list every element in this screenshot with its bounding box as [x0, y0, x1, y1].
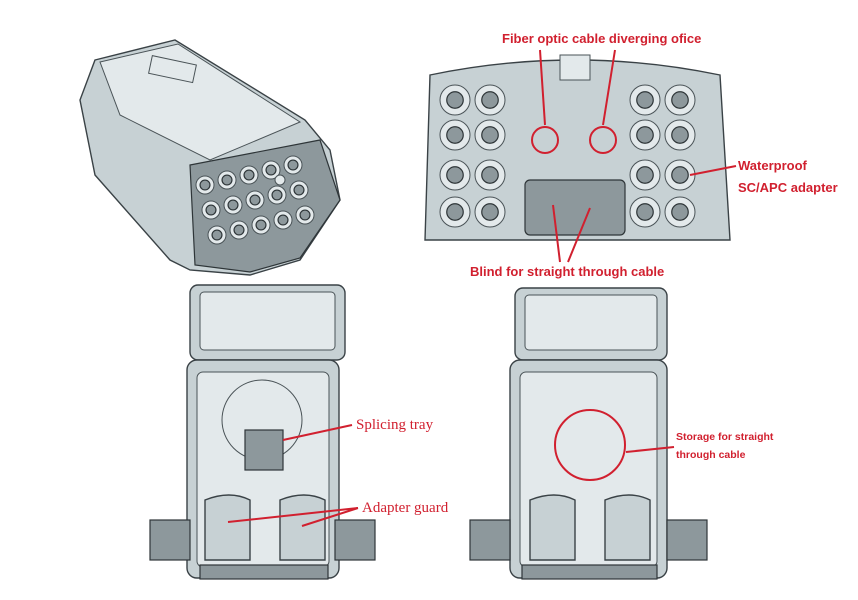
- label-storage-1: Storage for straight: [676, 431, 774, 443]
- adapter-port-core: [199, 179, 211, 191]
- waterproof-adapter-port-core: [446, 126, 464, 144]
- adapter-port-core: [265, 164, 277, 176]
- rear-port-view: [424, 54, 731, 241]
- waterproof-adapter-port-core: [446, 91, 464, 109]
- closed-box-isometric-view: [79, 39, 341, 276]
- waterproof-adapter-port-core: [671, 91, 689, 109]
- label-splicing-tray: Splicing tray: [356, 417, 434, 433]
- adapter-port-core: [221, 174, 233, 186]
- waterproof-adapter-port-core: [481, 166, 499, 184]
- adapter-port-core: [277, 214, 289, 226]
- adapter-port-core: [255, 219, 267, 231]
- waterproof-adapter-port-core: [481, 126, 499, 144]
- storage-highlight-circle: [554, 409, 626, 481]
- adapter-port-core: [227, 199, 239, 211]
- label-waterproof: Waterproof: [738, 158, 808, 173]
- adapter-port-core: [249, 194, 261, 206]
- label-adapter-guard: Adapter guard: [362, 500, 449, 516]
- adapter-port-core: [205, 204, 217, 216]
- adapter-port-core: [233, 224, 245, 236]
- adapter-port-core: [293, 184, 305, 196]
- adapter-port-core: [287, 159, 299, 171]
- waterproof-adapter-port-core: [636, 166, 654, 184]
- waterproof-adapter-port-core: [481, 203, 499, 221]
- adapter-port-core: [271, 189, 283, 201]
- waterproof-adapter-port-core: [636, 91, 654, 109]
- waterproof-adapter-port-core: [481, 91, 499, 109]
- adapter-port-core: [299, 209, 311, 221]
- open-box-storage-view: [469, 287, 708, 580]
- waterproof-adapter-port-core: [671, 166, 689, 184]
- waterproof-adapter-port-core: [636, 203, 654, 221]
- label-storage-2: through cable: [676, 449, 746, 461]
- label-diverging-office: Fiber optic cable diverging ofice: [502, 31, 701, 46]
- waterproof-adapter-port-core: [671, 126, 689, 144]
- waterproof-adapter-port-core: [446, 166, 464, 184]
- waterproof-adapter-port-core: [671, 203, 689, 221]
- waterproof-adapter-port-core: [446, 203, 464, 221]
- label-blind: Blind for straight through cable: [470, 264, 664, 279]
- label-sc-apc-adapter: SC/APC adapter: [738, 180, 838, 195]
- adapter-port-core: [211, 229, 223, 241]
- adapter-port-core: [243, 169, 255, 181]
- waterproof-adapter-port-core: [636, 126, 654, 144]
- open-box-splicing-view: [149, 284, 376, 580]
